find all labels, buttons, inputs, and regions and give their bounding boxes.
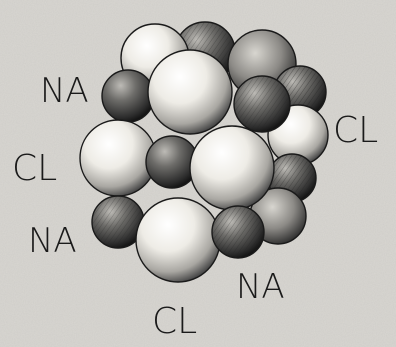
crystal-lattice <box>79 21 329 283</box>
chloride-ion <box>135 197 221 283</box>
label-na-left: NA <box>28 221 77 261</box>
label-na-bottom-right: NA <box>236 267 285 307</box>
chloride-ion <box>79 119 157 197</box>
chloride-ion <box>189 125 275 211</box>
ion-labels: NA CL CL NA NA CL <box>12 71 378 342</box>
label-cl-right: CL <box>333 110 378 151</box>
label-na-top-left: NA <box>40 71 89 111</box>
chloride-ion <box>147 49 233 135</box>
label-cl-left: CL <box>12 148 57 189</box>
sodium-ion <box>101 69 155 123</box>
label-cl-bottom: CL <box>152 301 197 342</box>
